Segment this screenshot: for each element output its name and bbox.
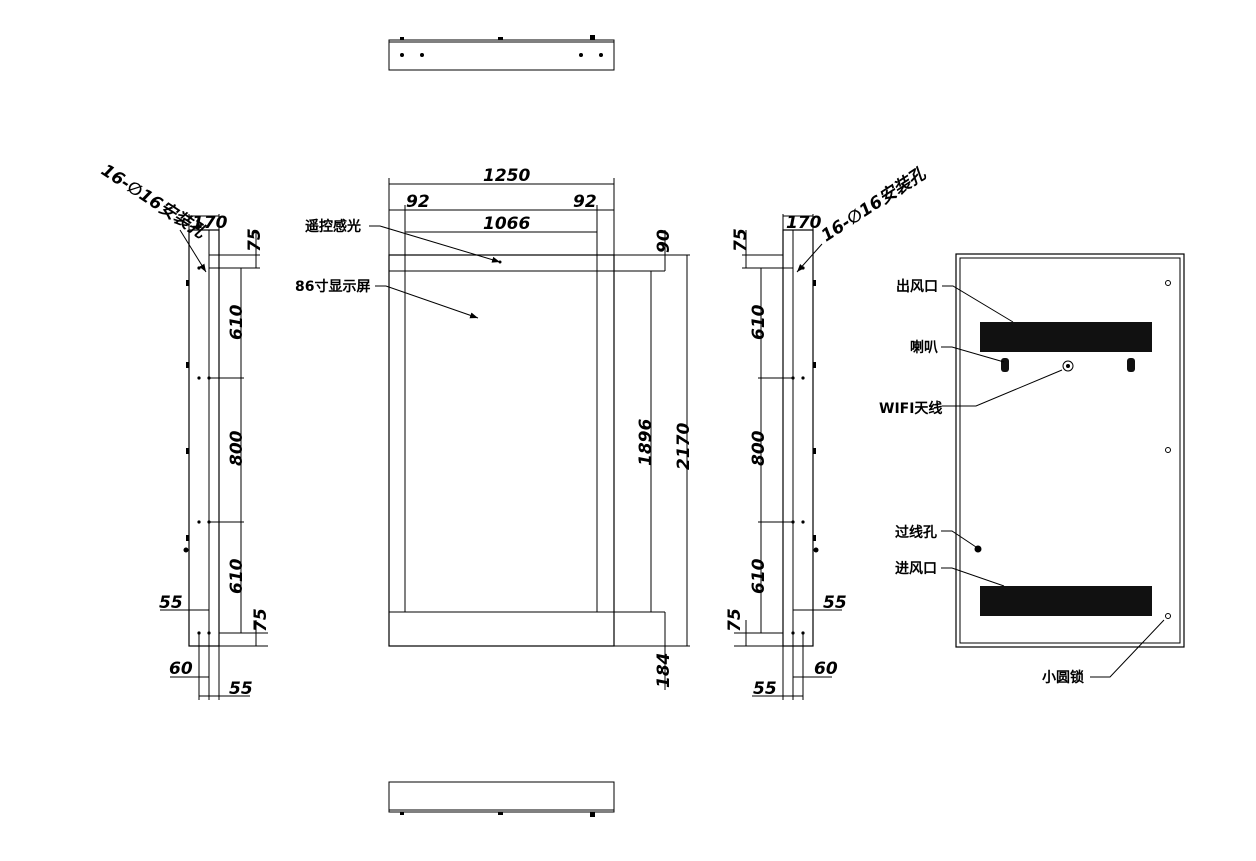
speaker-right bbox=[1127, 358, 1135, 372]
left-dim-800: 800 bbox=[227, 430, 247, 466]
label-speaker: 喇叭 bbox=[910, 339, 938, 356]
rear-view bbox=[955, 253, 1185, 648]
label-display: 86寸显示屏 bbox=[295, 278, 370, 295]
dim-width-1250: 1250 bbox=[483, 166, 530, 186]
label-lock: 小圆锁 bbox=[1042, 669, 1084, 686]
left-dim-75-top: 75 bbox=[245, 228, 265, 252]
label-ir-sensor: 遥控感光 bbox=[305, 218, 361, 235]
dim-height-1896: 1896 bbox=[636, 419, 656, 466]
label-cable-hole: 过线孔 bbox=[895, 524, 937, 541]
speaker-left bbox=[1001, 358, 1009, 372]
air-outlet-vent bbox=[980, 322, 1152, 352]
left-dim-55-upper: 55 bbox=[159, 593, 183, 613]
left-dim-60: 60 bbox=[169, 659, 193, 679]
left-side-view bbox=[160, 214, 268, 700]
right-dim-610-top: 610 bbox=[749, 304, 769, 340]
dim-height-90: 90 bbox=[654, 229, 674, 253]
dim-height-184: 184 bbox=[654, 653, 674, 689]
left-dim-75-bottom: 75 bbox=[251, 608, 271, 632]
right-dim-60: 60 bbox=[814, 659, 838, 679]
front-view bbox=[388, 178, 690, 690]
bottom-view bbox=[388, 781, 615, 817]
dim-bezel-92-right: 92 bbox=[573, 192, 597, 212]
left-dim-170: 170 bbox=[192, 213, 228, 233]
right-dim-610-bottom: 610 bbox=[749, 558, 769, 594]
dim-width-1066: 1066 bbox=[483, 214, 530, 234]
label-wifi-antenna: WIFI天线 bbox=[879, 400, 942, 417]
right-label-mount-holes: 16-∅16安装孔 bbox=[818, 164, 930, 247]
label-air-outlet: 出风口 bbox=[896, 278, 938, 295]
label-air-inlet: 进风口 bbox=[895, 561, 937, 577]
air-inlet-vent bbox=[980, 586, 1152, 616]
right-dim-800: 800 bbox=[749, 430, 769, 466]
left-dim-55-lower: 55 bbox=[229, 679, 253, 699]
left-label-mount-holes: 16-∅16安装孔 bbox=[97, 160, 209, 243]
right-dim-75-bottom: 75 bbox=[725, 608, 745, 632]
right-dim-55-lower: 55 bbox=[753, 679, 777, 699]
cable-hole bbox=[974, 545, 982, 553]
left-dim-610-top: 610 bbox=[227, 304, 247, 340]
right-dim-55-upper: 55 bbox=[823, 593, 847, 613]
dim-height-2170: 2170 bbox=[674, 423, 694, 470]
right-dim-170: 170 bbox=[786, 213, 822, 233]
dim-bezel-92-left: 92 bbox=[406, 192, 430, 212]
top-view bbox=[388, 35, 615, 71]
left-dim-610-bottom: 610 bbox=[227, 558, 247, 594]
right-side-view bbox=[734, 214, 842, 700]
right-dim-75-top: 75 bbox=[731, 228, 751, 252]
